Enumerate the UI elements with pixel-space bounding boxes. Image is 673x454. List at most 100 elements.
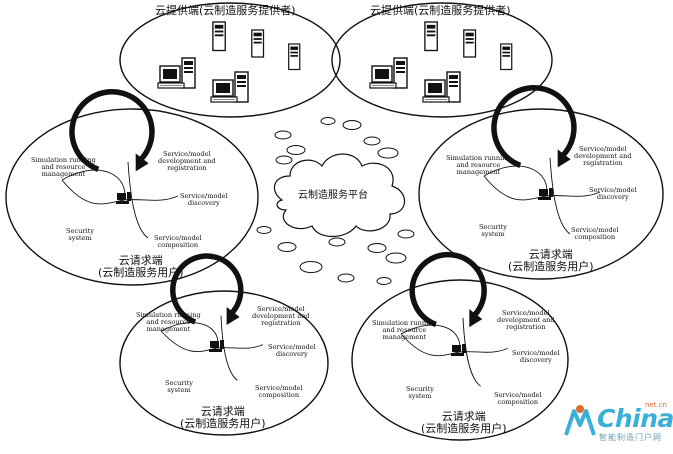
requester-ellipse-bottom-right bbox=[351, 279, 569, 441]
divider-curve bbox=[61, 179, 125, 205]
tower-drive bbox=[449, 75, 458, 79]
requester-ellipse-bottom-left bbox=[119, 290, 329, 436]
service-cycles bbox=[61, 85, 601, 387]
computer-icon bbox=[212, 21, 226, 52]
workstation-icon bbox=[451, 344, 466, 356]
service-cycle bbox=[483, 85, 601, 235]
tower-drive bbox=[237, 75, 246, 79]
divider-curve bbox=[483, 175, 547, 201]
tower-drive bbox=[502, 46, 511, 50]
monitor-screen bbox=[163, 69, 177, 79]
computer-icons bbox=[157, 21, 513, 103]
provider-cloud-left bbox=[119, 2, 341, 118]
workstation-tower bbox=[462, 344, 466, 353]
platform-label: 云制造服务平台 bbox=[298, 190, 368, 201]
monitor-screen bbox=[375, 69, 389, 79]
workstation-screen bbox=[210, 341, 219, 348]
computer-icon bbox=[369, 57, 408, 89]
requester-ellipse-top-left bbox=[5, 108, 259, 286]
bubble bbox=[274, 130, 292, 140]
requester-title: 云请求端(云制造服务用户) bbox=[421, 410, 507, 435]
bubble bbox=[385, 252, 407, 264]
requester-title: 云请求端(云制造服务用户) bbox=[98, 254, 184, 279]
computer-icon bbox=[210, 71, 249, 103]
provider-title-left: 云提供端(云制造服务提供者) bbox=[155, 4, 296, 17]
workstation-keyboard bbox=[451, 353, 464, 356]
cycle-arc bbox=[409, 251, 487, 328]
bubble bbox=[320, 117, 336, 125]
tower-slot bbox=[214, 34, 224, 37]
workstation-screen bbox=[539, 189, 548, 196]
workstation-screen bbox=[452, 345, 461, 352]
divider-curve bbox=[61, 169, 126, 201]
cycle-arrowhead bbox=[469, 309, 483, 328]
requester-title: 云请求端(云制造服务用户) bbox=[180, 405, 266, 430]
computer-icon bbox=[288, 43, 301, 71]
monitor-screen bbox=[428, 83, 442, 93]
divider-curve bbox=[160, 330, 218, 352]
platform-cloud bbox=[273, 153, 406, 238]
tower-drive bbox=[426, 24, 436, 29]
thought-bubbles bbox=[256, 117, 415, 285]
cycle-arc bbox=[170, 253, 244, 325]
requester-title: 云请求端(云制造服务用户) bbox=[508, 248, 594, 273]
tower-slot bbox=[426, 30, 436, 33]
workstation-tower bbox=[127, 192, 131, 201]
requester-ellipse-top-right bbox=[418, 108, 664, 280]
tower-drive bbox=[465, 32, 474, 37]
computer-icon bbox=[251, 29, 265, 58]
computer-icon bbox=[422, 71, 461, 103]
tower-slot bbox=[396, 67, 405, 69]
tower-slot bbox=[465, 38, 474, 40]
tower-slot bbox=[237, 85, 246, 87]
divider-curve bbox=[483, 165, 548, 197]
bubble bbox=[342, 120, 362, 130]
monitor-screen bbox=[216, 83, 230, 93]
tower-slot bbox=[214, 30, 224, 33]
watermark-net: net.cn bbox=[645, 401, 667, 409]
provider-cloud-right bbox=[331, 2, 553, 118]
computer-icon bbox=[463, 29, 477, 58]
computer-icon bbox=[157, 57, 196, 89]
tower-slot bbox=[396, 71, 405, 73]
workstation-icon bbox=[209, 340, 224, 352]
tower-slot bbox=[502, 51, 511, 54]
cycle-arrowhead bbox=[557, 149, 571, 168]
watermark-logo-icon bbox=[564, 405, 596, 436]
bubble bbox=[328, 237, 346, 247]
workstation-tower bbox=[549, 188, 553, 197]
provider-title-right: 云提供端(云制造服务提供者) bbox=[370, 4, 511, 17]
bubble bbox=[337, 273, 355, 283]
tower-slot bbox=[502, 55, 511, 57]
bubble bbox=[277, 242, 297, 252]
tower-slot bbox=[290, 55, 299, 57]
tower-slot bbox=[253, 41, 262, 44]
workstation-icon bbox=[538, 188, 553, 200]
tower-slot bbox=[253, 38, 262, 40]
tower-slot bbox=[426, 34, 436, 37]
cycle-arrowhead bbox=[226, 307, 240, 326]
bubble bbox=[275, 155, 293, 165]
divider-curve bbox=[462, 317, 481, 387]
tower-slot bbox=[184, 71, 193, 73]
watermark-subtitle: 智能制造门户网 bbox=[599, 433, 662, 442]
cycle-arc bbox=[491, 85, 577, 168]
workstation-icon bbox=[116, 192, 131, 204]
